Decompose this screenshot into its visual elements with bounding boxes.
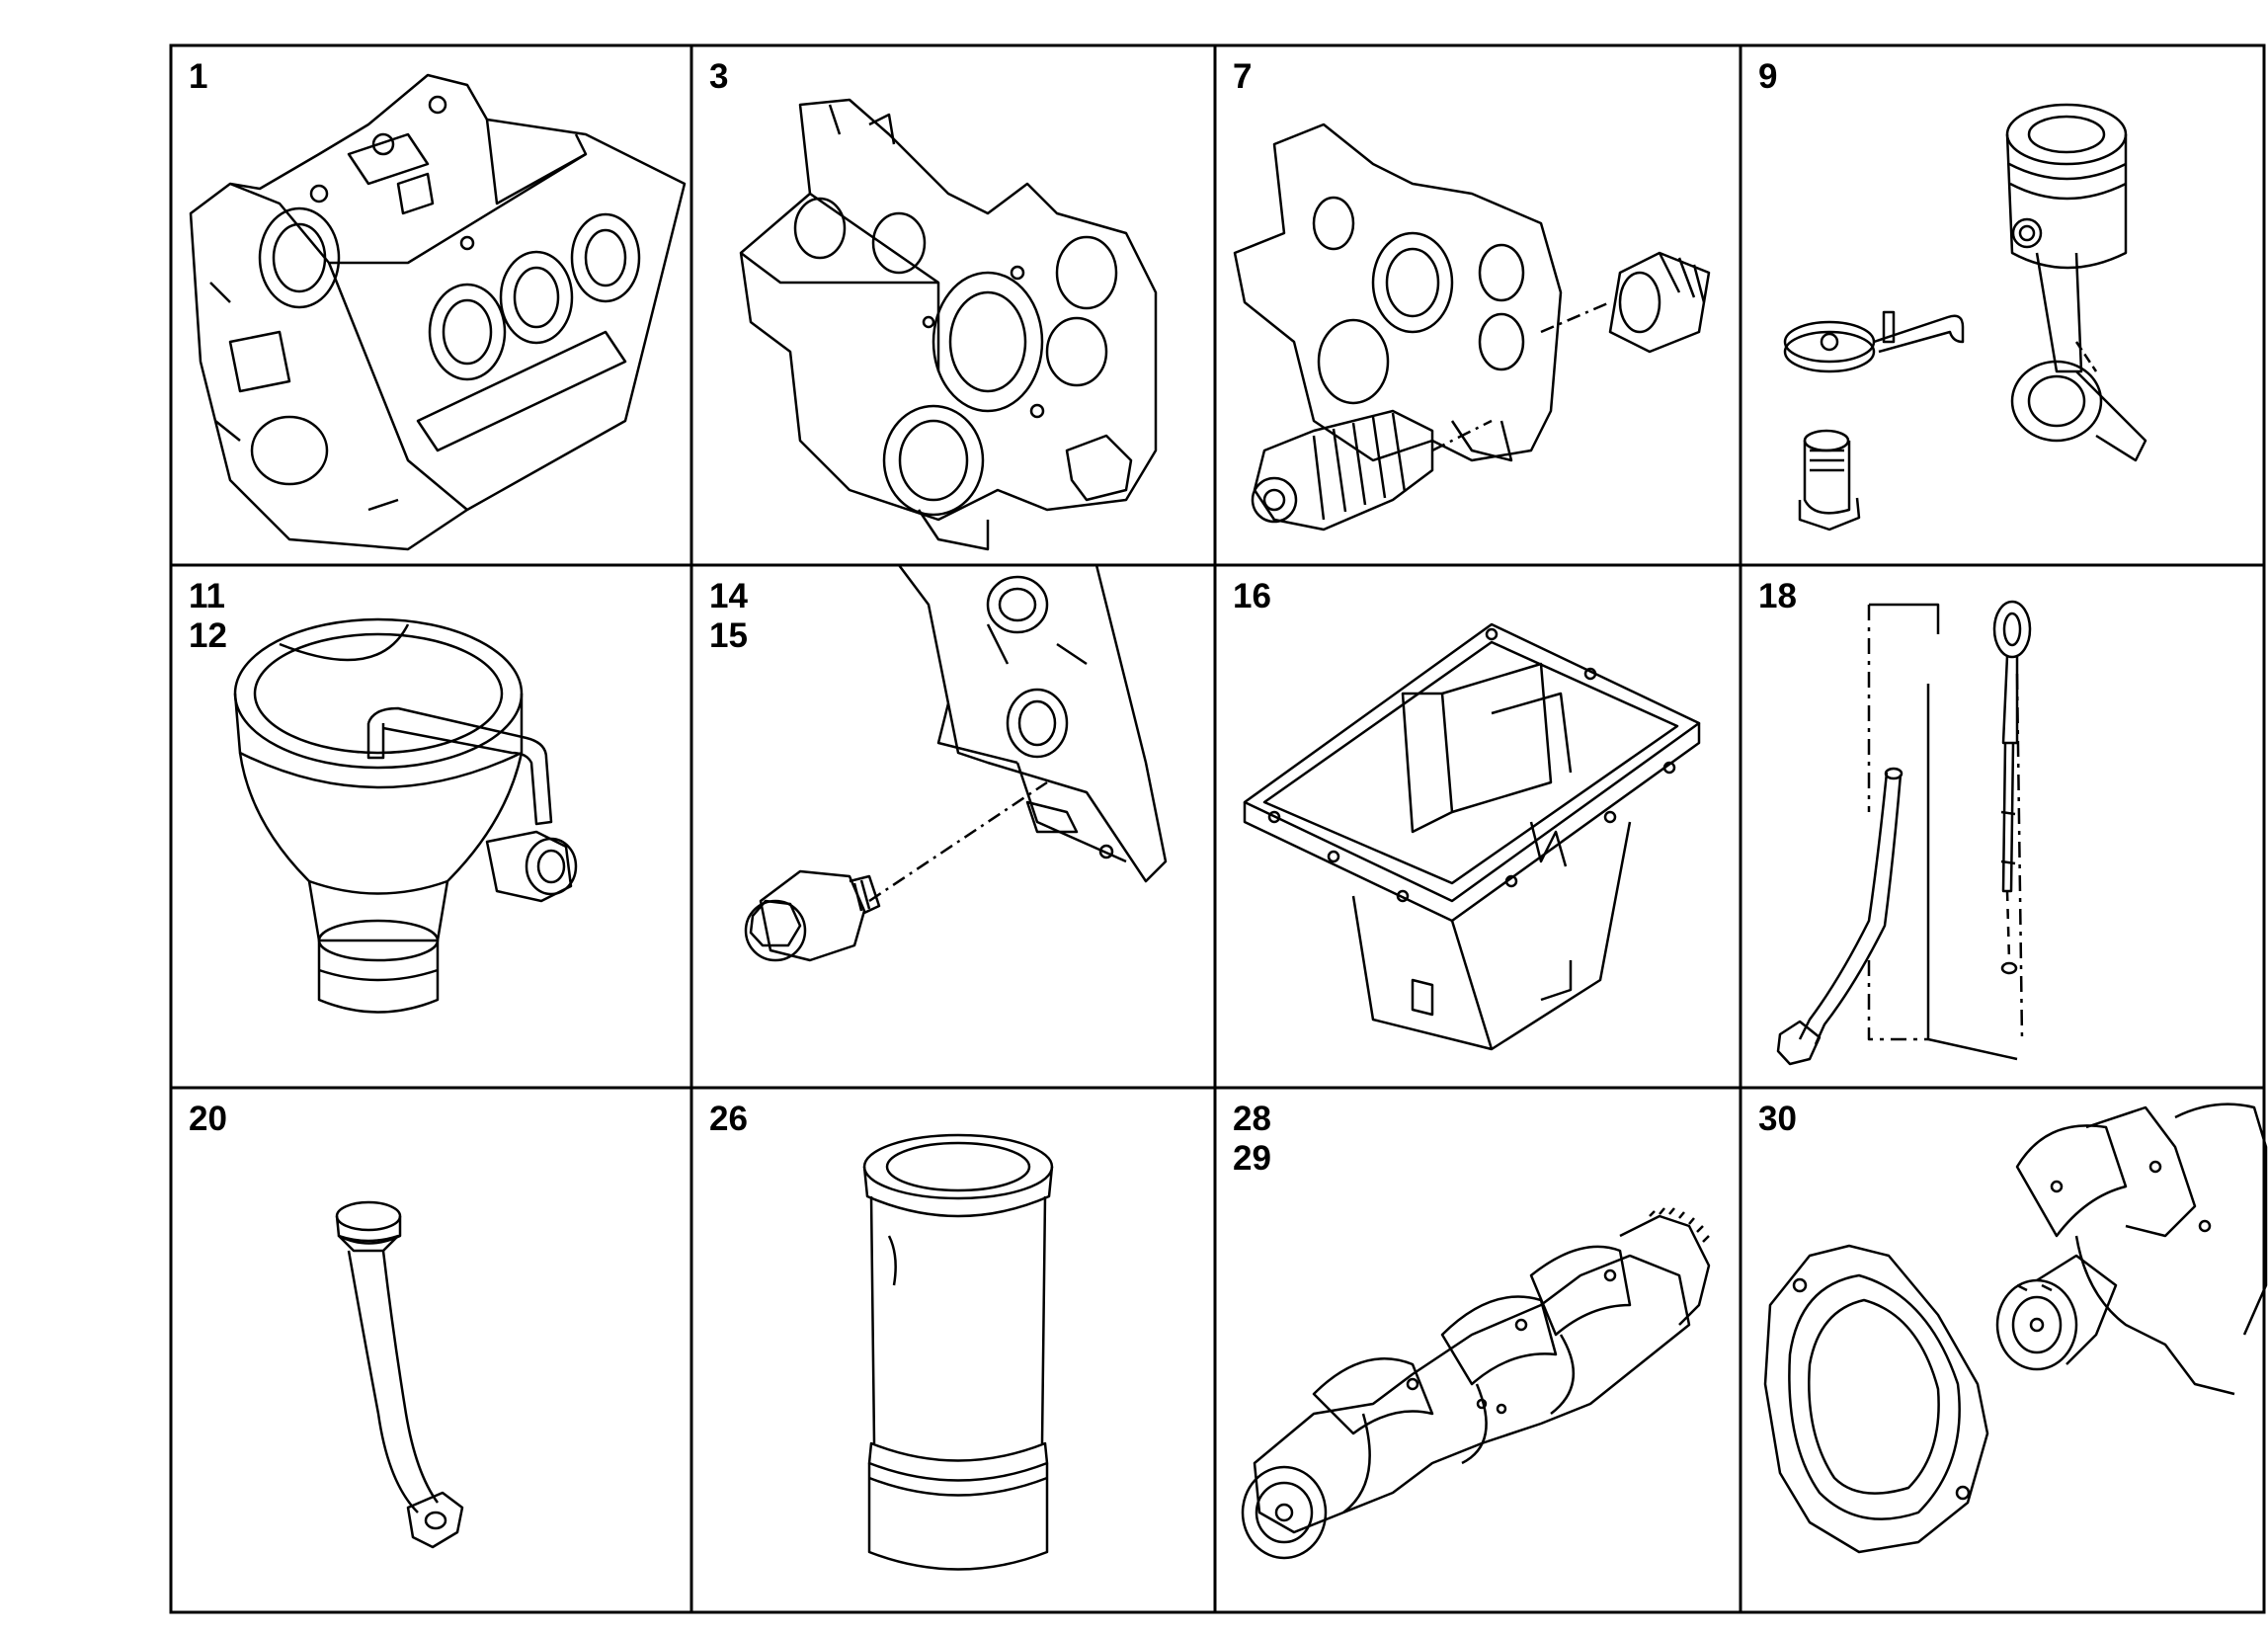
part-cell-30: 30 <box>1741 1088 2266 1611</box>
item-number-label: 28 29 <box>1233 1100 1271 1178</box>
crankshaft-illustration <box>1215 1088 1741 1611</box>
item-number-label: 16 <box>1233 577 1271 615</box>
part-cell-16: 16 <box>1215 565 1741 1089</box>
oil-filler-tube-illustration <box>171 1088 696 1611</box>
piston-connecting-rod-illustration <box>1741 45 2266 569</box>
part-cell-7: 7 <box>1215 45 1741 569</box>
oil-pan-illustration <box>1215 565 1741 1089</box>
cylinder-liner-illustration <box>691 1088 1217 1611</box>
dipstick-and-guide-tube-illustration <box>1741 565 2266 1089</box>
item-number-label: 20 <box>189 1100 227 1138</box>
item-number-label: 14 15 <box>709 577 748 655</box>
part-cell-28-29: 28 29 <box>1215 1088 1741 1611</box>
engine-block-illustration <box>171 45 696 569</box>
part-cell-9: 9 <box>1741 45 2266 569</box>
timing-case-seal-plug-illustration <box>1215 45 1741 569</box>
item-number-label: 1 <box>189 57 208 96</box>
item-number-label: 9 <box>1758 57 1778 96</box>
part-cell-18: 18 <box>1741 565 2266 1089</box>
item-number-label: 18 <box>1758 577 1797 615</box>
item-number-label: 3 <box>709 57 729 96</box>
part-cell-3: 3 <box>691 45 1217 569</box>
item-number-label: 26 <box>709 1100 748 1138</box>
part-cell-20: 20 <box>171 1088 696 1611</box>
item-number-label: 30 <box>1758 1100 1797 1138</box>
part-cell-1: 1 <box>171 45 696 569</box>
oil-filter-housing-illustration <box>171 565 696 1089</box>
part-cell-14-15: 14 15 <box>691 565 1217 1089</box>
part-cell-11-12: 11 12 <box>171 565 696 1089</box>
timing-case-cover-illustration <box>691 45 1217 569</box>
crankcase-plug-illustration <box>691 565 1217 1089</box>
part-cell-26: 26 <box>691 1088 1217 1611</box>
item-number-label: 7 <box>1233 57 1253 96</box>
crankshaft-seal-carrier-illustration <box>1741 1088 2266 1611</box>
item-number-label: 11 12 <box>189 577 227 655</box>
outer-border <box>169 43 2266 1614</box>
